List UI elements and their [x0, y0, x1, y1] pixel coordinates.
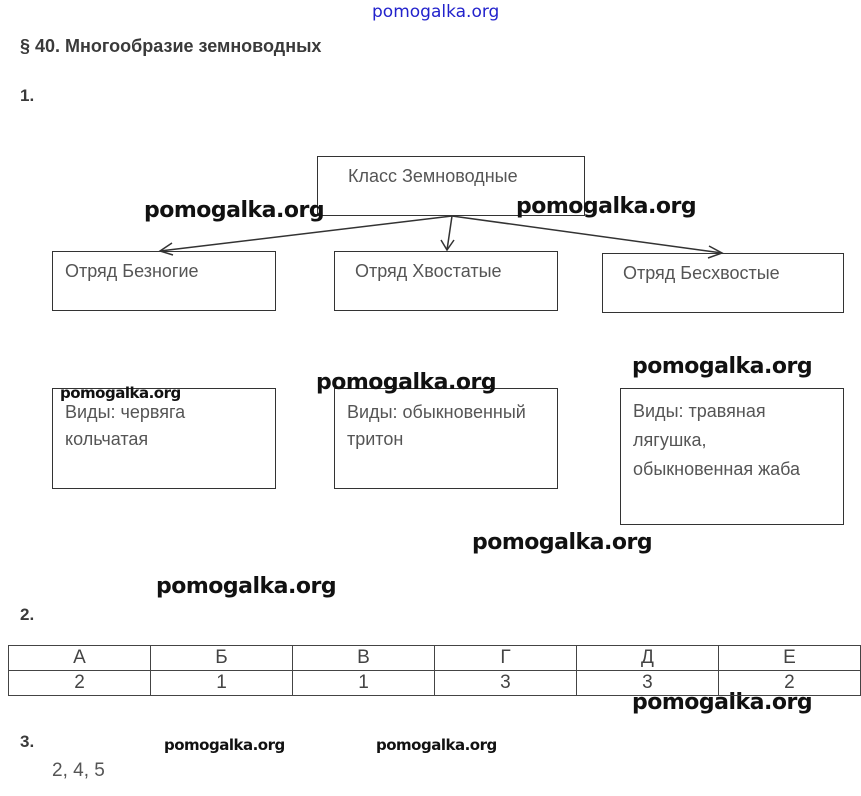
order-box-1: Отряд Безногие: [52, 251, 276, 311]
arrow-to-order-3: [451, 215, 723, 254]
table-header-row: А Б В Г Д Е: [8, 645, 861, 671]
page-title: § 40. Многообразие земноводных: [20, 36, 322, 56]
arrow-to-order-2: [446, 215, 453, 251]
table-cell: 1: [292, 670, 435, 696]
table-cell: 2: [8, 670, 151, 696]
table-header: Г: [434, 645, 577, 671]
table-header: Е: [717, 645, 861, 671]
table-header: Б: [150, 645, 293, 671]
species-box-2: Виды: обыкновенный тритон: [334, 388, 558, 489]
watermark: pomogalka.org: [164, 736, 285, 754]
root-box: Класс Земноводные: [317, 156, 585, 216]
question-2-number: 2.: [20, 605, 35, 624]
table-header: Д: [575, 645, 719, 671]
question-3-number: 3.: [20, 732, 35, 751]
table-header: В: [292, 645, 435, 671]
watermark: pomogalka.org: [376, 736, 497, 754]
question-3-answer: 2, 4, 5: [52, 760, 105, 781]
species-box-3: Виды: травяная лягушка, обыкновенная жаб…: [620, 388, 844, 525]
table-cell: 2: [717, 670, 861, 696]
table-cell: 3: [575, 670, 719, 696]
order-box-2: Отряд Хвостатые: [334, 251, 558, 311]
question-1-number: 1.: [20, 86, 35, 105]
table-cell: 1: [150, 670, 293, 696]
watermark: pomogalka.org: [60, 384, 181, 402]
watermark: pomogalka.org: [516, 194, 697, 219]
watermark: pomogalka.org: [144, 198, 325, 223]
answer-table: А Б В Г Д Е 2 1 1 3 3 2: [8, 645, 861, 696]
order-box-3: Отряд Бесхвостые: [602, 253, 844, 313]
watermark[interactable]: pomogalka.org: [372, 2, 500, 22]
watermark: pomogalka.org: [632, 354, 813, 379]
watermark: pomogalka.org: [156, 574, 337, 599]
species-box-1: Виды: червяга кольчатая: [52, 388, 276, 489]
watermark: pomogalka.org: [472, 530, 653, 555]
arrow-to-order-1: [159, 215, 453, 252]
table-row: 2 1 1 3 3 2: [8, 670, 861, 696]
table-header: А: [8, 645, 151, 671]
watermark: pomogalka.org: [316, 370, 497, 395]
table-cell: 3: [434, 670, 577, 696]
